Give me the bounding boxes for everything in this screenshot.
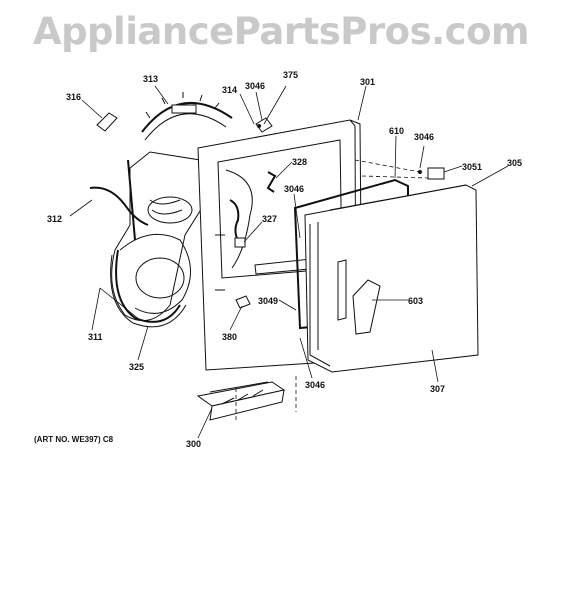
callout-3049: 3049 xyxy=(258,296,278,306)
art-number-note: (ART NO. WE397) C8 xyxy=(34,435,114,444)
callout-3051: 3051 xyxy=(462,162,482,172)
part-3051-hinge[interactable] xyxy=(418,167,445,180)
callout-375: 375 xyxy=(283,70,298,80)
watermark-text: AppliancePartsPros.com xyxy=(32,10,530,53)
leader-lines xyxy=(69,85,509,439)
callout-3046-low: 3046 xyxy=(305,380,325,390)
part-327-door-switch[interactable] xyxy=(229,199,246,248)
callout-316: 316 xyxy=(66,92,81,102)
part-312-support-wire[interactable] xyxy=(89,159,149,241)
callout-3046-top: 3046 xyxy=(245,81,265,91)
callout-313: 313 xyxy=(143,74,158,84)
callout-311: 311 xyxy=(88,332,103,342)
part-328-clip[interactable] xyxy=(266,171,277,193)
callout-328: 328 xyxy=(292,157,307,167)
part-325-felt-seal[interactable] xyxy=(110,254,187,328)
part-375-lamp-holder[interactable] xyxy=(255,117,273,133)
part-311-bearing-housing[interactable] xyxy=(111,151,211,323)
part-603-door-handle[interactable] xyxy=(337,259,381,335)
part-316-felt-strip[interactable] xyxy=(96,112,118,132)
callout-301: 301 xyxy=(360,77,375,87)
callout-300: 300 xyxy=(186,439,201,449)
part-300-lint-cover[interactable] xyxy=(196,381,286,421)
callout-603: 603 xyxy=(408,296,423,306)
callout-305: 305 xyxy=(507,158,522,168)
part-380-strike[interactable] xyxy=(235,295,251,309)
callout-380: 380 xyxy=(222,332,237,342)
part-313-bearing-arch[interactable] xyxy=(141,92,233,141)
callout-327: 327 xyxy=(262,214,277,224)
callout-3046-mid: 3046 xyxy=(284,184,304,194)
callout-325: 325 xyxy=(129,362,144,372)
callout-312: 312 xyxy=(47,214,62,224)
callout-314: 314 xyxy=(222,85,237,95)
callout-3046-right: 3046 xyxy=(414,132,434,142)
callout-307: 307 xyxy=(430,384,445,394)
callout-610: 610 xyxy=(389,126,404,136)
part-307-door-outer[interactable] xyxy=(304,184,479,373)
